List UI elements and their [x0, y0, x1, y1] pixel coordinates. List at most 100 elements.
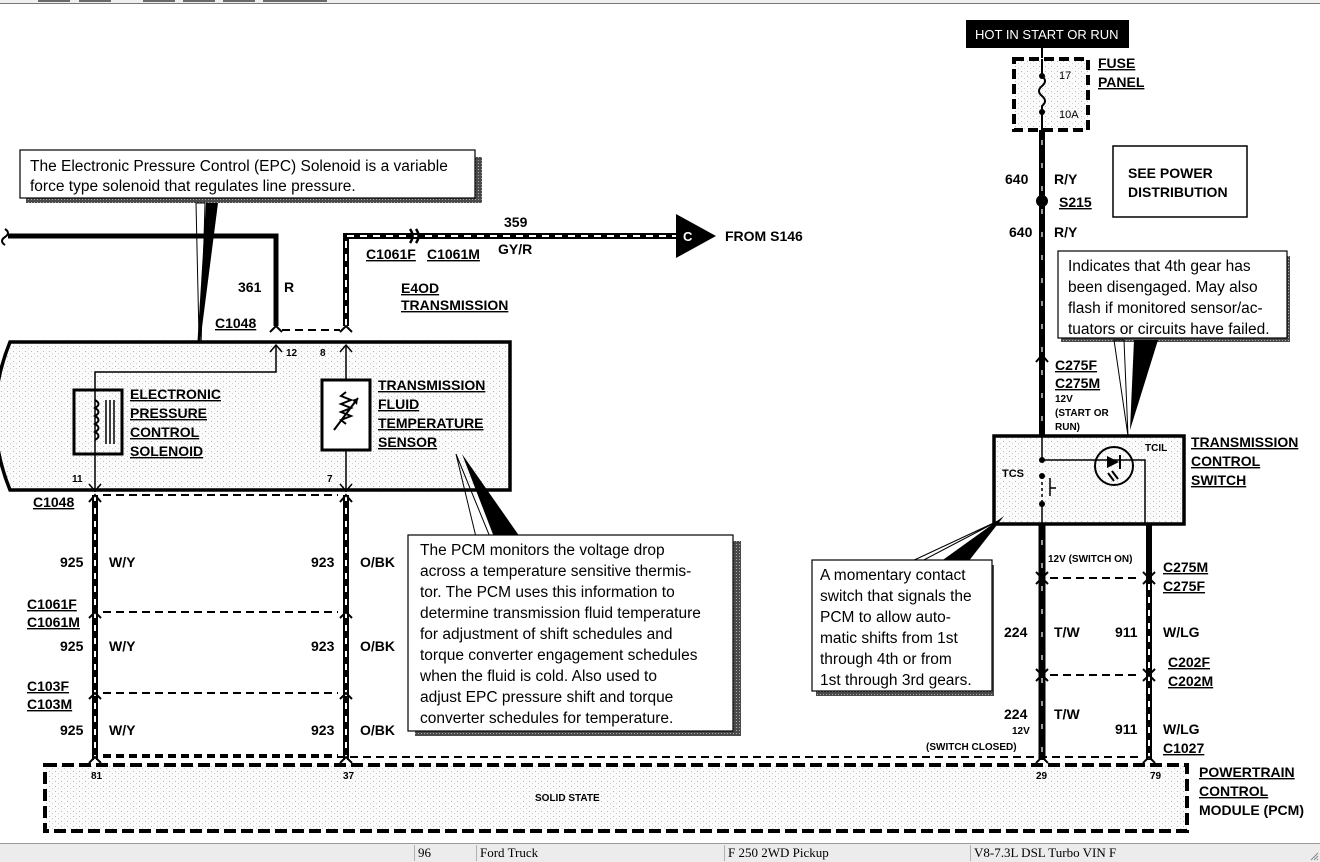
- fuse-rating: 10A: [1059, 109, 1079, 121]
- wire-circuit: 224: [1004, 624, 1028, 640]
- transmission-component-box: 12 8 11 7 ELECTRONIC PRESSURE CONTROL SO…: [0, 340, 512, 493]
- connector-c1048: C1048: [33, 494, 74, 510]
- tcs-callout-line: through 4th or from: [820, 651, 952, 668]
- component-label: TRANSMISSION: [378, 377, 485, 393]
- wire-361: 361 R C1048: [1, 228, 340, 333]
- status-year: 96: [414, 845, 476, 861]
- pcm-callout-line: torque converter engagement schedules: [420, 647, 698, 664]
- connector-ref-letter: C: [683, 229, 693, 244]
- tcs-callout-line: PCM to allow auto-: [820, 609, 951, 626]
- wire-359: 359 GY/R C1061F C1061M E4OD TRANSMISSION…: [339, 214, 803, 333]
- pin-number: 81: [91, 771, 103, 782]
- component-label: TEMPERATURE: [378, 415, 484, 431]
- pcm-callout-line: across a temperature sensitive thermis-: [420, 563, 691, 580]
- voltage-note: 12V (SWITCH ON): [1048, 554, 1132, 565]
- wire-circuit: 923: [311, 554, 335, 570]
- pin-number: 37: [343, 771, 355, 782]
- epc-callout: The Electronic Pressure Control (EPC) So…: [19, 149, 482, 383]
- pcm-callout-line: for adjustment of shift schedules and: [420, 626, 672, 643]
- fuse-number: 17: [1059, 70, 1071, 82]
- pcm-callout: The PCM monitors the voltage drop across…: [407, 453, 741, 736]
- toolbar-tab[interactable]: [79, 0, 111, 2]
- pcm-callout-line: tor. The PCM uses this information to: [420, 584, 675, 601]
- toolbar-tab[interactable]: [143, 0, 175, 2]
- see-power-text: SEE POWER: [1128, 165, 1213, 181]
- wire-color: O/BK: [360, 554, 395, 570]
- see-power-distribution-box[interactable]: [1112, 145, 1248, 218]
- epc-callout-line: The Electronic Pressure Control (EPC) So…: [30, 158, 448, 175]
- pcm-callout-line: when the fluid is cold. Also used to: [419, 668, 657, 685]
- wire-color: R/Y: [1054, 171, 1078, 187]
- wire-color: O/BK: [360, 722, 395, 738]
- component-label: TRANSMISSION: [1191, 434, 1298, 450]
- pin-number: 7: [327, 474, 333, 485]
- connector-label: C1061F: [27, 596, 77, 612]
- wire-circuit: 359: [504, 214, 528, 230]
- tcil-callout: Indicates that 4th gear has been disenga…: [1057, 250, 1290, 437]
- toolbar-tab[interactable]: [183, 0, 215, 2]
- connector-c1027: C1027: [1163, 740, 1204, 756]
- voltage-note: RUN): [1055, 422, 1080, 433]
- component-label: SOLENOID: [130, 443, 203, 459]
- pcm-callout-line: The PCM monitors the voltage drop: [420, 542, 665, 559]
- wire-color: W/LG: [1163, 721, 1200, 737]
- component-label: FLUID: [378, 396, 419, 412]
- wire-circuit: 925: [60, 554, 84, 570]
- connector-c1061f: C1061F: [366, 246, 416, 262]
- wire-circuit: 923: [311, 722, 335, 738]
- toolbar-tab[interactable]: [38, 0, 70, 2]
- toolbar-tab[interactable]: [263, 0, 327, 2]
- power-feed: HOT IN START OR RUN 17 10A FUSE PANEL SE…: [966, 20, 1248, 436]
- component-label: CONTROL: [1199, 783, 1269, 799]
- tcil-callout-line: tuators or circuits have failed.: [1068, 321, 1270, 338]
- wire-circuit: 911: [1115, 624, 1138, 640]
- pcm-center-label: SOLID STATE: [535, 793, 600, 804]
- component-label: MODULE (PCM): [1199, 802, 1304, 818]
- solenoid-icon: [72, 388, 124, 456]
- component-label: SWITCH: [1191, 472, 1246, 488]
- resize-grip-icon[interactable]: [1309, 851, 1319, 861]
- wire-circuit: 925: [60, 638, 84, 654]
- wire-color: W/Y: [109, 638, 136, 654]
- pin-number: 8: [320, 348, 326, 359]
- connector-label: C1061M: [27, 614, 80, 630]
- connector-c1048: C1048: [215, 315, 256, 331]
- connector-c1061m: C1061M: [427, 246, 480, 262]
- component-label: PANEL: [1098, 74, 1145, 90]
- hot-in-start-or-run-badge: [966, 20, 1129, 48]
- connector-label: C103M: [27, 696, 72, 712]
- voltage-note: 12V: [1012, 726, 1030, 737]
- pin-number: 29: [1036, 771, 1048, 782]
- wire-color: R/Y: [1054, 224, 1078, 240]
- pcm-callout-line: converter schedules for temperature.: [420, 710, 673, 727]
- connector-label: C103F: [27, 678, 69, 694]
- wire-circuit: 923: [311, 638, 335, 654]
- wire-color: W/Y: [109, 554, 136, 570]
- tcs-label: TCS: [1002, 468, 1024, 480]
- wire-color: R: [284, 279, 294, 295]
- connector-label: C275M: [1055, 375, 1100, 391]
- component-label: POWERTRAIN: [1199, 764, 1295, 780]
- voltage-note: (SWITCH CLOSED): [926, 742, 1017, 753]
- component-label: ELECTRONIC: [130, 386, 221, 402]
- thermistor-icon: [320, 378, 372, 452]
- component-label: E4OD: [401, 280, 439, 296]
- wire-circuit: 640: [1009, 224, 1033, 240]
- pin-number: 79: [1150, 771, 1162, 782]
- tcil-callout-line: Indicates that 4th gear has: [1068, 258, 1251, 275]
- tcs-callout: A momentary contact switch that signals …: [811, 516, 1004, 696]
- connector-label: C275F: [1163, 578, 1205, 594]
- voltage-note: (START OR: [1055, 408, 1109, 419]
- component-label: TRANSMISSION: [401, 297, 508, 313]
- status-make: Ford Truck: [476, 845, 724, 861]
- wire-color: W/LG: [1163, 624, 1200, 640]
- tcs-harness: 12V (SWITCH ON) C275M C275F 224 T/W 911 …: [926, 524, 1213, 760]
- wire-break-icon: [1, 228, 9, 246]
- wire-circuit: 911: [1115, 721, 1138, 737]
- toolbar-tab[interactable]: [223, 0, 255, 2]
- component-label: FUSE: [1098, 55, 1135, 71]
- wire-color: O/BK: [360, 638, 395, 654]
- tcil-label: TCIL: [1145, 443, 1167, 454]
- pin-number: 11: [72, 474, 83, 485]
- wire-color: T/W: [1054, 624, 1080, 640]
